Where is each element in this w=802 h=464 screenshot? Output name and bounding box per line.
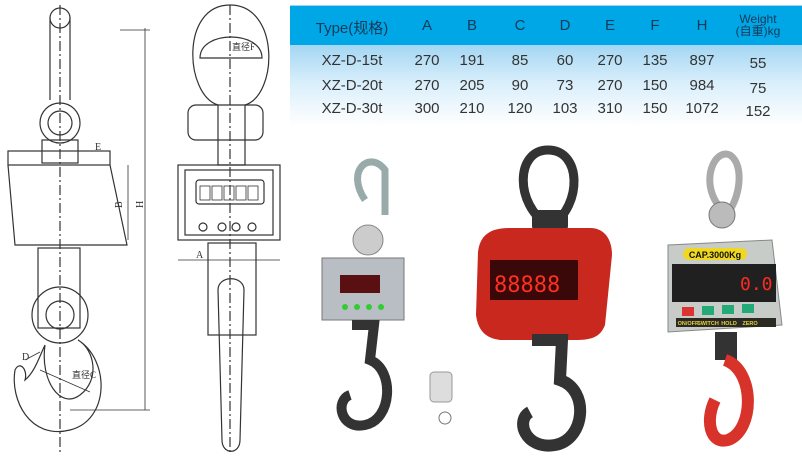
table-cell: 150 bbox=[642, 77, 668, 94]
table-cell: 310 bbox=[597, 100, 623, 117]
label-f: 直径F bbox=[232, 41, 255, 52]
button-label-switch: SWITCH bbox=[697, 321, 719, 327]
side-view: E B H D 直径C bbox=[7, 5, 150, 455]
table-header: Type(规格) A B C D E F H Weight(自重)kg bbox=[290, 6, 802, 45]
table-cell: 85 bbox=[511, 52, 529, 69]
label-a: A bbox=[196, 250, 204, 261]
table-cell: 270 bbox=[597, 52, 623, 69]
table-cell: 205 bbox=[459, 77, 485, 94]
capacity-label: CAP.3000Kg bbox=[689, 250, 741, 260]
header-e: E bbox=[604, 17, 616, 34]
header-weight: Weight(自重)kg bbox=[736, 13, 781, 37]
table-cell: 152 bbox=[745, 103, 771, 120]
header-weight-unit: (自重)kg bbox=[735, 24, 781, 38]
table-cell: 135 bbox=[642, 52, 668, 69]
table-cell: XZ-D-20t bbox=[321, 77, 383, 94]
header-a: A bbox=[421, 17, 433, 34]
table-cell: XZ-D-30t bbox=[321, 100, 383, 117]
table-cell: 75 bbox=[749, 80, 767, 97]
header-type: Type(规格) bbox=[315, 20, 389, 37]
header-f: F bbox=[650, 17, 660, 34]
table-cell: 1072 bbox=[685, 100, 719, 117]
product-silver-scale: CAP.3000Kg 0.0 ON/OFF SWITCH HOLD ZERO bbox=[667, 150, 783, 447]
label-c: 直径C bbox=[72, 369, 96, 380]
table-cell: 300 bbox=[414, 100, 440, 117]
label-b: B bbox=[114, 201, 125, 208]
front-view: 直径F A bbox=[177, 4, 281, 455]
table-cell: 120 bbox=[507, 100, 533, 117]
label-e: E bbox=[95, 142, 101, 153]
button-label-onoff: ON/OFF bbox=[678, 321, 699, 327]
header-h: H bbox=[696, 17, 708, 34]
table-cell: 191 bbox=[459, 52, 485, 69]
header-c: C bbox=[514, 17, 526, 34]
weight-reading: 0.0 bbox=[740, 274, 773, 295]
table-cell: 984 bbox=[689, 77, 715, 94]
table-cell: 270 bbox=[414, 52, 440, 69]
button-zero bbox=[742, 304, 754, 313]
button-switch bbox=[702, 306, 714, 315]
table-cell: XZ-D-15t bbox=[321, 52, 383, 69]
table-cell: 73 bbox=[556, 77, 574, 94]
product-grey-scale bbox=[321, 158, 453, 431]
header-d: D bbox=[559, 17, 571, 34]
table-cell: 210 bbox=[459, 100, 485, 117]
label-d: D bbox=[22, 352, 29, 363]
product-red-scale: 88888 bbox=[476, 145, 612, 452]
table-cell: 897 bbox=[689, 52, 715, 69]
table-cell: 60 bbox=[556, 52, 574, 69]
button-onoff bbox=[682, 307, 694, 316]
table-cell: 103 bbox=[552, 100, 578, 117]
table-cell: 270 bbox=[597, 77, 623, 94]
technical-drawing: E B H D 直径C 直径F A bbox=[7, 4, 281, 455]
spec-table: Type(规格) A B C D E F H Weight(自重)kg XZ-D… bbox=[290, 2, 802, 126]
button-hold bbox=[722, 305, 734, 314]
table-cell: 270 bbox=[414, 77, 440, 94]
header-b: B bbox=[466, 17, 478, 34]
table-cell: 150 bbox=[642, 100, 668, 117]
table-cell: 55 bbox=[749, 55, 767, 72]
header-weight-en: Weight bbox=[739, 12, 777, 26]
table-cell: 90 bbox=[511, 77, 529, 94]
svg-text:88888: 88888 bbox=[494, 273, 560, 298]
button-label-hold: HOLD bbox=[721, 321, 737, 327]
button-label-zero: ZERO bbox=[742, 321, 758, 327]
label-h: H bbox=[135, 201, 146, 208]
